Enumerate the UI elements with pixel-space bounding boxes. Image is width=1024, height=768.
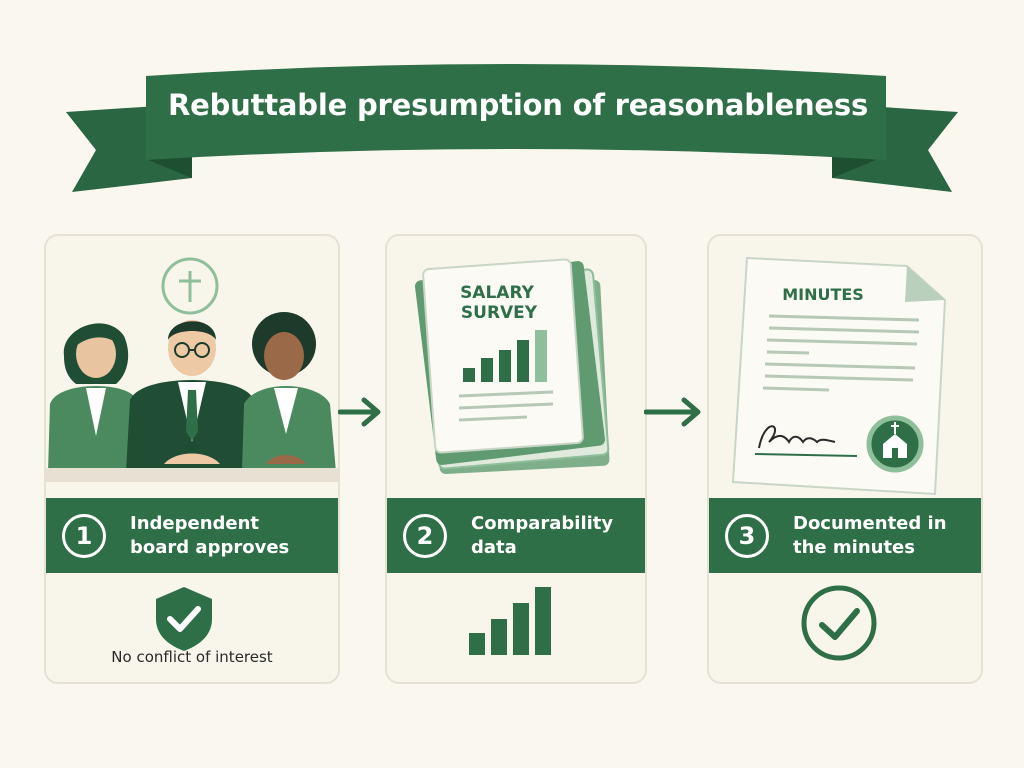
step-band-2: 2 Comparability data (387, 498, 645, 573)
step-label-3: Documented in the minutes (793, 512, 947, 558)
step-card-3: MINUTES 3 Documented in the minutes (707, 234, 983, 684)
document-title-line1: SALARY (460, 283, 535, 303)
step-number-2: 2 (403, 513, 447, 558)
step-number-3: 3 (725, 513, 769, 558)
check-circle-icon (801, 585, 877, 661)
step-number-1: 1 (62, 513, 106, 558)
banner-ribbon (66, 64, 958, 192)
minutes-document: MINUTES (731, 256, 947, 496)
shield-check-icon (156, 587, 212, 651)
step-label-1: Independent board approves (130, 512, 290, 558)
board-member-right (242, 312, 336, 472)
step-band-3: 3 Documented in the minutes (709, 498, 981, 573)
bar-chart-icon (469, 587, 551, 655)
document-lines (762, 314, 920, 392)
step-card-1: 1 Independent board approves No conflict… (44, 234, 340, 684)
document-title: MINUTES (782, 285, 864, 304)
page-title: Rebuttable presumption of reasonableness (167, 88, 869, 122)
church-seal-icon (866, 415, 924, 473)
cross-icon (161, 257, 219, 315)
step-card-2: SALARY SURVEY 2 Comparability data (385, 234, 647, 684)
step-label-2: Comparability data (471, 512, 614, 558)
salary-survey-document: SALARY SURVEY (414, 258, 610, 475)
document-bar-chart (463, 330, 547, 382)
step-band-1: 1 Independent board approves (46, 498, 338, 573)
arrow-right-icon (644, 397, 701, 427)
step-caption-1: No conflict of interest (111, 648, 273, 666)
title-banner (66, 64, 958, 192)
arrow-right-icon (338, 397, 381, 427)
board-member-center (126, 320, 258, 472)
signature-icon (758, 425, 836, 449)
board-member-left (48, 323, 142, 472)
document-title-line2: SURVEY (461, 303, 538, 323)
board-table (46, 468, 338, 482)
board-illustration (46, 257, 338, 482)
